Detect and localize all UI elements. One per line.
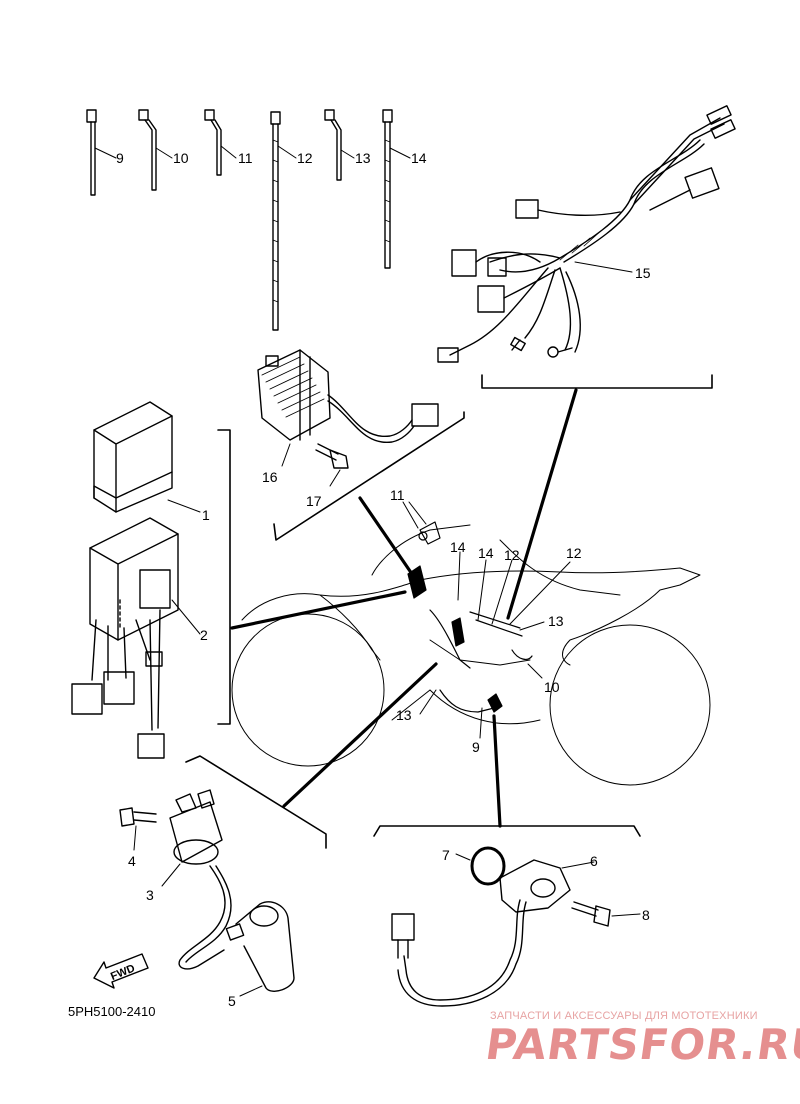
callout-5: 5 bbox=[228, 993, 236, 1009]
callout-3: 3 bbox=[146, 887, 154, 903]
bolt-4[interactable] bbox=[119, 807, 157, 827]
bolt-17[interactable] bbox=[315, 443, 349, 469]
assembly-pointers bbox=[230, 388, 578, 828]
leader-17 bbox=[329, 469, 341, 487]
bike-callout-13a: 13 bbox=[548, 613, 564, 629]
callout-1: 1 bbox=[202, 507, 210, 523]
harness-leader bbox=[574, 261, 633, 273]
callout-6: 6 bbox=[590, 853, 598, 869]
leader-2 bbox=[171, 599, 201, 635]
callout-11: 11 bbox=[238, 150, 253, 166]
callout-8: 8 bbox=[642, 907, 650, 923]
callout-numbers: 9 10 11 12 13 14 15 16 17 1 2 4 3 5 7 6 … bbox=[109, 150, 651, 1009]
switch-bracket bbox=[373, 825, 641, 837]
callout-9: 9 bbox=[116, 150, 124, 166]
callout-16: 16 bbox=[262, 469, 278, 485]
bike-components[interactable] bbox=[407, 521, 533, 713]
callout-15: 15 bbox=[635, 265, 651, 281]
rectifier-regulator[interactable] bbox=[257, 349, 439, 443]
bike-callout-12a: 12 bbox=[504, 547, 520, 563]
cable-tie-13[interactable] bbox=[324, 109, 342, 181]
bike-callout-11: 11 bbox=[390, 487, 405, 503]
callout-10: 10 bbox=[173, 150, 189, 166]
leader-4 bbox=[133, 825, 137, 851]
leader-16 bbox=[281, 443, 291, 467]
callout-13: 13 bbox=[355, 150, 371, 166]
cable-tie-9[interactable] bbox=[86, 109, 97, 196]
cable-tie-12[interactable] bbox=[270, 111, 281, 331]
screw-8[interactable] bbox=[571, 901, 611, 927]
cdi-bracket bbox=[217, 429, 231, 725]
cable-tie-14[interactable] bbox=[382, 109, 393, 269]
o-ring[interactable] bbox=[470, 846, 506, 886]
callout-12: 12 bbox=[297, 150, 313, 166]
bike-callout-14b: 14 bbox=[478, 545, 494, 561]
bike-callout-9: 9 bbox=[472, 739, 480, 755]
ignition-coil[interactable] bbox=[169, 789, 232, 970]
fwd-arrow bbox=[93, 953, 149, 989]
cdi-unit[interactable] bbox=[89, 517, 179, 731]
cable-tie-10[interactable] bbox=[138, 109, 157, 191]
callout-17: 17 bbox=[306, 493, 322, 509]
cdi-cover[interactable] bbox=[93, 401, 173, 513]
wire-harness[interactable] bbox=[437, 105, 736, 363]
leader-3 bbox=[161, 863, 181, 887]
neutral-switch[interactable] bbox=[391, 859, 571, 1007]
callout-2: 2 bbox=[200, 627, 208, 643]
spark-plug-cap[interactable] bbox=[225, 901, 295, 992]
bike-callout-13b: 13 bbox=[396, 707, 412, 723]
watermark-brand: PARTSFOR.RU bbox=[482, 1020, 800, 1069]
bike-leaders bbox=[402, 501, 571, 739]
callout-4: 4 bbox=[128, 853, 136, 869]
bike-callout-14a: 14 bbox=[450, 539, 466, 555]
bike-callout-12b: 12 bbox=[566, 545, 582, 561]
callout-14: 14 bbox=[411, 150, 427, 166]
leader-1 bbox=[167, 499, 201, 513]
bike-callout-10: 10 bbox=[544, 679, 560, 695]
leader-5 bbox=[239, 985, 263, 997]
leader-7 bbox=[455, 853, 471, 861]
diagram-code: 5PH5100-2410 bbox=[68, 1004, 156, 1019]
tie-leaders bbox=[94, 145, 411, 159]
leader-8 bbox=[611, 913, 641, 917]
callout-7: 7 bbox=[442, 847, 450, 863]
watermark-tagline: ЗАПЧАСТИ И АКСЕССУАРЫ ДЛЯ МОТОТЕХНИКИ bbox=[490, 1010, 758, 1022]
cable-tie-11[interactable] bbox=[204, 109, 222, 176]
motorcycle-outline bbox=[231, 524, 711, 786]
leader-6 bbox=[561, 861, 595, 869]
coil-bracket bbox=[185, 755, 327, 849]
cdi-connectors bbox=[71, 651, 165, 759]
harness-bracket bbox=[481, 374, 713, 389]
regulator-bracket bbox=[273, 411, 465, 541]
